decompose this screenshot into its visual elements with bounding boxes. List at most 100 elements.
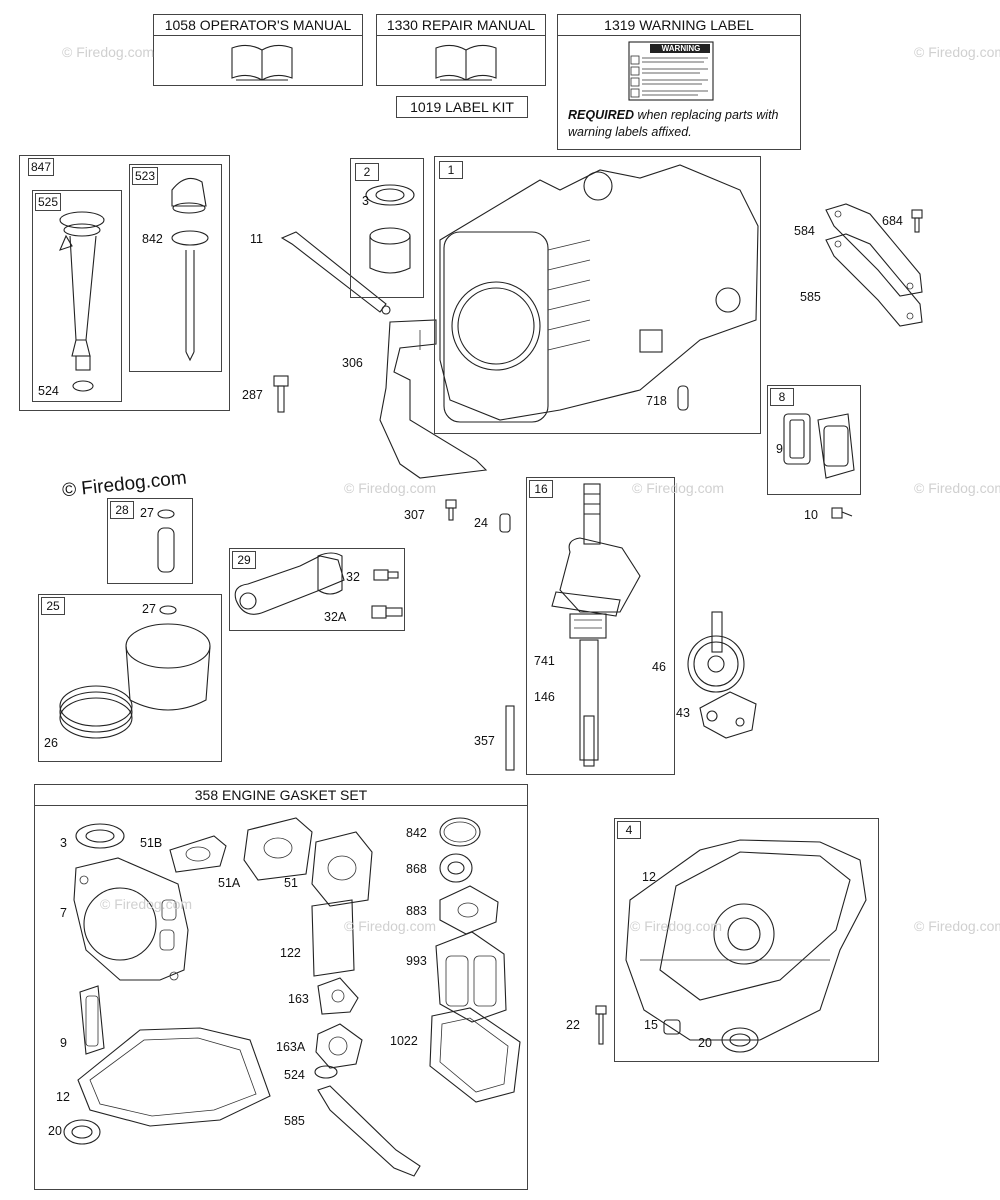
part-label: 11 xyxy=(250,232,263,246)
engine-gasket-set-title: 358 ENGINE GASKET SET xyxy=(35,785,527,806)
governor-icon xyxy=(699,691,757,739)
required-text: when replacing parts with warning labels… xyxy=(568,108,779,139)
group-2-tag: 2 xyxy=(355,163,379,181)
part-label: 32 xyxy=(346,570,360,584)
part-label: 1022 xyxy=(390,1034,418,1048)
part-label: 122 xyxy=(280,946,301,960)
watermark: © Firedog.com xyxy=(914,918,1000,934)
gasket-icon xyxy=(317,977,359,1015)
group-4-tag: 4 xyxy=(617,821,641,839)
group-523-tag: 523 xyxy=(132,167,159,185)
part-label: 3 xyxy=(362,194,369,208)
breather-tube-icon xyxy=(280,231,391,315)
part-label: 32A xyxy=(324,610,347,624)
part-label: 20 xyxy=(698,1036,712,1050)
part-label: 27 xyxy=(142,602,156,616)
plug-icon xyxy=(663,1019,681,1035)
watermark: © Firedog.com xyxy=(344,918,437,934)
part-label: 306 xyxy=(342,356,363,370)
part-label: 842 xyxy=(406,826,427,840)
operators-manual-box: 1058 OPERATOR'S MANUAL xyxy=(153,14,363,86)
part-label: 585 xyxy=(800,290,821,304)
engine-gasket-set-box: 358 ENGINE GASKET SET xyxy=(34,784,528,1190)
part-label: 3 xyxy=(60,836,67,850)
watermark: © Firedog.com xyxy=(100,896,193,912)
dowel-pin-icon xyxy=(499,513,511,533)
book-icon xyxy=(435,44,497,81)
group-4-box: 4 xyxy=(614,818,879,1062)
part-label: 51A xyxy=(218,876,241,890)
screw-icon xyxy=(445,499,457,521)
o-ring-icon xyxy=(314,1065,338,1079)
piston-icon xyxy=(59,605,211,739)
group-25-tag: 25 xyxy=(41,597,65,615)
part-label: 43 xyxy=(676,706,690,720)
watermark: © Firedog.com xyxy=(914,44,1000,60)
part-label: 9 xyxy=(60,1036,67,1050)
part-label: 12 xyxy=(642,870,656,884)
label-kit-box: 1019 LABEL KIT xyxy=(396,96,528,118)
bolt-icon xyxy=(831,507,853,519)
oil-seal-icon xyxy=(63,1119,101,1145)
gasket-icon xyxy=(243,817,313,881)
gasket-icon xyxy=(315,1023,363,1069)
group-1-tag: 1 xyxy=(439,161,463,179)
group-16-box: 16 xyxy=(526,477,675,775)
crankcase-cover-icon xyxy=(625,839,867,1041)
repair-manual-title: 1330 REPAIR MANUAL xyxy=(377,15,545,36)
operators-manual-title: 1058 OPERATOR'S MANUAL xyxy=(154,15,362,36)
group-16-tag: 16 xyxy=(529,480,553,498)
part-label: 12 xyxy=(56,1090,70,1104)
part-label: 585 xyxy=(284,1114,305,1128)
group-525-tag: 525 xyxy=(35,193,62,211)
required-note: REQUIRED when replacing parts with warni… xyxy=(568,107,798,141)
dipstick-tube-icon xyxy=(59,211,105,392)
gasket-icon xyxy=(79,985,105,1055)
engine-cylinder-block-icon xyxy=(439,164,759,423)
part-label: 15 xyxy=(644,1018,658,1032)
gasket-icon xyxy=(825,203,923,327)
warning-label-box: 1319 WARNING LABEL WARNING REQUIRED when… xyxy=(557,14,801,150)
group-1-box: 1 xyxy=(434,156,761,434)
gasket-icon xyxy=(169,835,227,873)
group-28-box: 28 xyxy=(107,498,193,584)
dowel-pin-icon xyxy=(677,385,689,411)
part-label: 51B xyxy=(140,836,163,850)
watermark: © Firedog.com xyxy=(62,44,155,60)
group-8-box: 8 xyxy=(767,385,861,495)
warning-label-title: 1319 WARNING LABEL xyxy=(558,15,800,36)
watermark: © Firedog.com xyxy=(344,480,437,496)
oil-seal-icon xyxy=(439,853,473,883)
part-label: 287 xyxy=(242,388,263,402)
bolt-icon xyxy=(595,1005,607,1045)
gasket-icon xyxy=(435,931,507,1023)
part-label: 718 xyxy=(646,394,667,408)
screw-icon xyxy=(911,209,923,233)
oil-seal-icon xyxy=(75,823,125,849)
group-25-box: 25 xyxy=(38,594,222,762)
head-gasket-icon xyxy=(73,857,189,981)
part-label: 868 xyxy=(406,862,427,876)
bolt-icon xyxy=(273,375,289,413)
watermark: © Firedog.com xyxy=(632,480,725,496)
seal-sleeve-icon xyxy=(365,184,415,274)
part-label: 684 xyxy=(882,214,903,228)
group-847-box: 847 xyxy=(19,155,230,411)
part-label: 22 xyxy=(566,1018,580,1032)
repair-manual-box: 1330 REPAIR MANUAL xyxy=(376,14,546,86)
part-label: 307 xyxy=(404,508,425,522)
camshaft-gear-icon xyxy=(687,611,745,693)
gasket-icon xyxy=(429,1007,521,1103)
part-label: 883 xyxy=(406,904,427,918)
part-label: 51 xyxy=(284,876,298,890)
dipstick-icon xyxy=(171,177,209,362)
group-29-tag: 29 xyxy=(232,551,256,569)
part-label: 163A xyxy=(276,1040,306,1054)
crankshaft-icon xyxy=(551,483,641,767)
label-kit-title: 1019 LABEL KIT xyxy=(410,99,514,115)
gasket-icon xyxy=(311,899,355,977)
book-icon xyxy=(231,44,293,81)
part-label: 20 xyxy=(48,1124,62,1138)
part-label: 741 xyxy=(534,654,555,668)
part-label: 524 xyxy=(38,384,59,398)
